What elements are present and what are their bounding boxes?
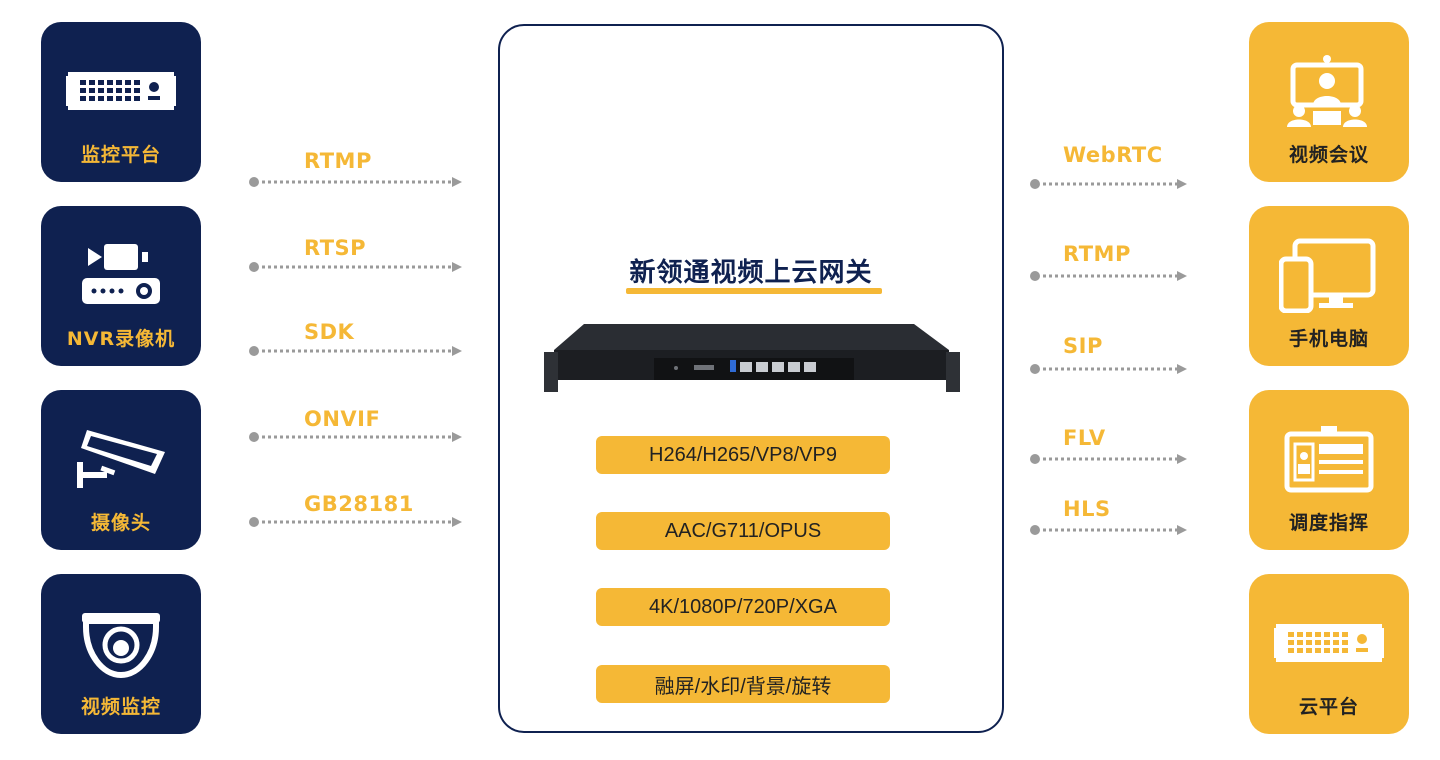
source-tile-camera: 摄像头 (41, 390, 201, 550)
source-tile-nvr: NVR录像机 (41, 206, 201, 366)
feature-effects: 融屏/水印/背景/旋转 (596, 665, 890, 703)
target-tile-phone-computer: 手机电脑 (1249, 206, 1409, 366)
source-label: 摄像头 (90, 512, 151, 534)
left-arrow (249, 346, 462, 356)
nvr-recorder-icon (66, 230, 176, 320)
left-arrow (249, 517, 462, 527)
source-label: 视频监控 (80, 696, 161, 718)
left-protocol-rtsp: RTSP (304, 236, 367, 260)
target-tile-dispatch: 调度指挥 (1249, 390, 1409, 550)
left-arrow (249, 262, 462, 272)
target-label: 调度指挥 (1288, 512, 1369, 534)
left-protocol-rtmp: RTMP (304, 149, 372, 173)
left-protocol-sdk: SDK (304, 320, 355, 344)
target-label: 视频会议 (1288, 144, 1369, 166)
cloud-platform-icon (1274, 598, 1384, 688)
target-tile-cloud-platform: 云平台 (1249, 574, 1409, 734)
dome-camera-icon (66, 598, 176, 688)
right-protocol-rtmp: RTMP (1063, 242, 1131, 266)
right-arrow (1030, 364, 1187, 374)
left-protocol-onvif: ONVIF (304, 407, 381, 431)
surveillance-camera-icon (66, 414, 176, 504)
title-underline (626, 288, 882, 294)
dispatch-command-icon (1274, 414, 1384, 504)
feature-audio-codecs: AAC/G711/OPUS (596, 512, 890, 550)
gateway-device-icon (544, 324, 960, 392)
right-arrow (1030, 454, 1187, 464)
left-protocol-gb28181: GB28181 (304, 492, 414, 516)
gateway-panel: 新领通视频上云网关 H264/H265/VP8/VP9 AAC/G711/OPU… (498, 24, 1004, 733)
left-arrow (249, 432, 462, 442)
right-arrow (1030, 179, 1187, 189)
right-protocol-webrtc: WebRTC (1063, 143, 1163, 167)
left-arrow (249, 177, 462, 187)
right-protocol-flv: FLV (1063, 426, 1106, 450)
target-tile-video-conference: 视频会议 (1249, 22, 1409, 182)
right-arrow (1030, 525, 1187, 535)
video-conference-icon (1274, 46, 1384, 136)
source-label: NVR录像机 (66, 328, 176, 350)
right-protocol-hls: HLS (1063, 497, 1111, 521)
feature-video-codecs: H264/H265/VP8/VP9 (596, 436, 890, 474)
phone-computer-icon (1274, 230, 1384, 320)
rack-device-icon (66, 46, 176, 136)
right-protocol-sip: SIP (1063, 334, 1103, 358)
source-label: 监控平台 (80, 144, 161, 166)
source-tile-video-surveillance: 视频监控 (41, 574, 201, 734)
gateway-title: 新领通视频上云网关 (629, 258, 873, 288)
target-label: 云平台 (1298, 696, 1359, 718)
right-arrow (1030, 271, 1187, 281)
source-tile-monitor-platform: 监控平台 (41, 22, 201, 182)
feature-resolutions: 4K/1080P/720P/XGA (596, 588, 890, 626)
target-label: 手机电脑 (1288, 328, 1369, 350)
